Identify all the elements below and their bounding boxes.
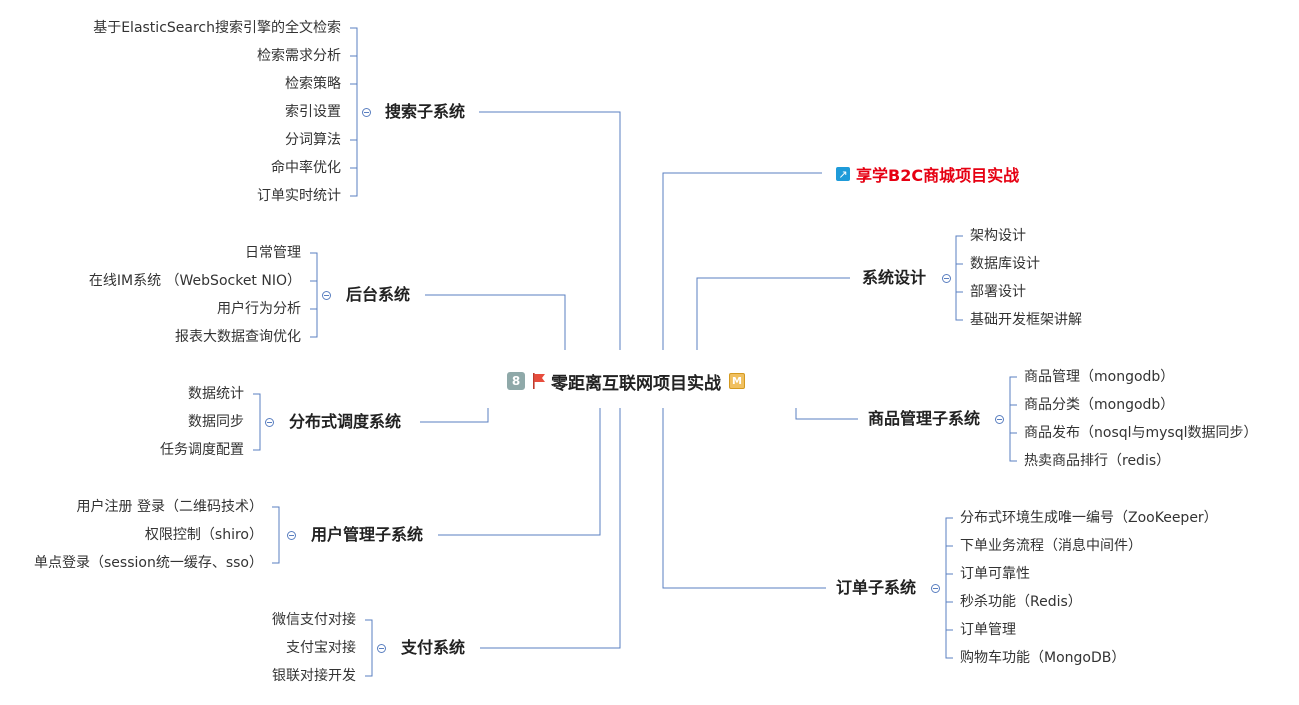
- leaf-search-4[interactable]: 分词算法: [285, 132, 341, 148]
- leaf-backend-1[interactable]: 在线IM系统 （WebSocket NIO）: [88, 273, 301, 289]
- leaf-goods-3[interactable]: 热卖商品排行（redis）: [1024, 453, 1171, 469]
- leaf-backend-3[interactable]: 报表大数据查询优化: [175, 329, 301, 345]
- collapse-icon[interactable]: [287, 531, 296, 540]
- topic-backend[interactable]: 后台系统: [346, 285, 411, 304]
- marker-icon: M: [729, 373, 745, 389]
- link-topic[interactable]: ↗ 享学B2C商城项目实战: [836, 162, 1019, 186]
- leaf-search-0[interactable]: 基于ElasticSearch搜索引擎的全文检索: [93, 20, 341, 36]
- leaf-order-0[interactable]: 分布式环境生成唯一编号（ZooKeeper）: [960, 510, 1218, 526]
- collapse-icon[interactable]: [931, 584, 940, 593]
- topic-design[interactable]: 系统设计: [862, 268, 927, 287]
- leaf-payment-2[interactable]: 银联对接开发: [272, 668, 356, 684]
- collapse-icon[interactable]: [322, 291, 331, 300]
- leaf-design-1[interactable]: 数据库设计: [970, 256, 1040, 272]
- leaf-order-2[interactable]: 订单可靠性: [960, 566, 1030, 582]
- leaf-scheduler-2[interactable]: 任务调度配置: [160, 442, 244, 458]
- collapse-icon[interactable]: [265, 418, 274, 427]
- leaf-backend-2[interactable]: 用户行为分析: [217, 301, 301, 317]
- leaf-user-2[interactable]: 单点登录（session统一缓存、sso）: [34, 555, 263, 571]
- link-label: 享学B2C商城项目实战: [856, 166, 1020, 185]
- flag-icon: [533, 373, 545, 389]
- leaf-search-2[interactable]: 检索策略: [285, 76, 341, 92]
- topic-goods[interactable]: 商品管理子系统: [868, 409, 981, 428]
- collapse-icon[interactable]: [362, 108, 371, 117]
- leaf-goods-1[interactable]: 商品分类（mongodb）: [1024, 397, 1175, 413]
- leaf-order-4[interactable]: 订单管理: [960, 622, 1016, 638]
- leaf-backend-0[interactable]: 日常管理: [245, 245, 301, 261]
- leaf-user-1[interactable]: 权限控制（shiro）: [144, 527, 263, 543]
- topic-user[interactable]: 用户管理子系统: [311, 525, 424, 544]
- topic-scheduler[interactable]: 分布式调度系统: [289, 412, 402, 431]
- leaf-search-1[interactable]: 检索需求分析: [257, 48, 341, 64]
- leaf-payment-0[interactable]: 微信支付对接: [272, 612, 356, 628]
- leaf-payment-1[interactable]: 支付宝对接: [286, 640, 356, 656]
- leaf-order-3[interactable]: 秒杀功能（Redis）: [960, 594, 1082, 610]
- leaf-search-6[interactable]: 订单实时统计: [257, 188, 341, 204]
- root-title: 零距离互联网项目实战: [551, 373, 721, 394]
- leaf-scheduler-0[interactable]: 数据统计: [188, 386, 244, 402]
- count-badge: 8: [507, 372, 525, 390]
- leaf-search-5[interactable]: 命中率优化: [271, 160, 341, 176]
- collapse-icon[interactable]: [377, 644, 386, 653]
- root-topic[interactable]: 8 零距离互联网项目实战 M: [507, 370, 745, 394]
- topic-search[interactable]: 搜索子系统: [385, 102, 466, 121]
- leaf-order-1[interactable]: 下单业务流程（消息中间件）: [960, 538, 1142, 554]
- leaf-user-0[interactable]: 用户注册 登录（二维码技术）: [76, 499, 263, 515]
- topic-payment[interactable]: 支付系统: [401, 638, 466, 657]
- leaf-design-2[interactable]: 部署设计: [970, 284, 1026, 300]
- arrow-link-icon: ↗: [836, 167, 850, 181]
- topic-order[interactable]: 订单子系统: [836, 578, 917, 597]
- leaf-design-0[interactable]: 架构设计: [970, 228, 1026, 244]
- leaf-search-3[interactable]: 索引设置: [285, 104, 341, 120]
- leaf-goods-0[interactable]: 商品管理（mongodb）: [1024, 369, 1175, 385]
- leaf-goods-2[interactable]: 商品发布（nosql与mysql数据同步）: [1024, 425, 1258, 441]
- collapse-icon[interactable]: [995, 415, 1004, 424]
- collapse-icon[interactable]: [942, 274, 951, 283]
- leaf-order-5[interactable]: 购物车功能（MongoDB）: [960, 650, 1126, 666]
- leaf-design-3[interactable]: 基础开发框架讲解: [970, 312, 1082, 328]
- leaf-scheduler-1[interactable]: 数据同步: [188, 414, 244, 430]
